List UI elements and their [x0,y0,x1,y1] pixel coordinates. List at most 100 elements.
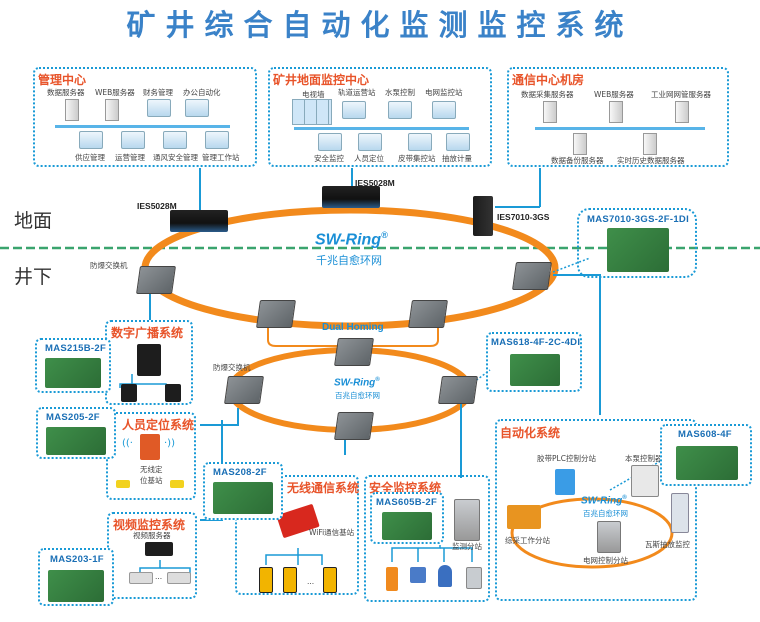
mas618-callout: MAS618-4F-2C-4DI [486,332,582,392]
gigabit-ring-label: SW-Ring® [315,230,388,249]
ies5028m-mid-switch[interactable] [322,186,380,208]
lan-bus [55,125,230,128]
broadcast-system-title: 数字广播系统 [111,326,184,340]
automation-node-label: 瓦斯抽放监控 [645,540,690,549]
zone-underground: 井下 [14,266,53,288]
zone-surface: 地面 [14,210,53,232]
communication-center-title: 通信中心机房 [512,73,585,87]
mas215b-board-image [45,358,101,388]
mas608-label: MAS608-4F [678,429,732,440]
mas215b-callout: MAS215B-2F [35,338,111,393]
dual-homing-label: Dual Homing [322,322,384,333]
base-station-label: 无线定 位基站 [140,465,163,485]
explosion-proof-switch[interactable] [438,376,478,404]
label: 办公自动化 [183,88,221,97]
label: 供应管理 [75,153,105,162]
management-center-title: 管理中心 [38,73,87,87]
server-icon [609,101,623,123]
positioning-system-title: 人员定位系统 [122,418,195,432]
mas205-callout: MAS205-2F [36,407,116,459]
mas208-callout: MAS208-2F [203,462,283,520]
label: 财务管理 [143,88,173,97]
ellipsis: ... [155,572,163,581]
explosion-switch-label: 防爆交换机 [90,261,128,270]
computer-icon [446,133,470,151]
server-icon [675,101,689,123]
server-icon [573,133,587,155]
automation-node-label: 综采工作分站 [505,536,550,545]
signal-icon: ·)) [164,438,175,449]
speaker-icon [137,344,161,376]
grid-substation-icon [597,521,621,553]
mas608-board-image [676,446,738,480]
computer-icon [147,99,171,117]
automation-node-label: 本泵控制器 [625,454,663,463]
automation-ring [510,497,674,569]
label: 运营管理 [115,153,145,162]
mas203-label: MAS203-1F [50,554,104,565]
mas203-board-image [48,570,104,602]
handset-icon [323,567,337,593]
label: 实时历史数据服务器 [617,156,685,165]
speaker-icon [121,384,137,402]
tag-icon [116,480,130,488]
pump-controller-icon [631,465,659,497]
mas205-label: MAS205-2F [46,412,100,423]
broadcast-system-box: 数字广播系统 [105,320,193,405]
explosion-switch-label: 防爆交换机 [213,363,251,372]
sensor-icon [386,567,398,591]
signal-icon: ((· [122,438,133,449]
ies5028m-mid-label: IES5028M [355,178,395,188]
computer-icon [163,131,187,149]
handset-icon [259,567,273,593]
gas-drainage-icon [671,493,689,533]
mas605b-label: MAS605B-2F [376,497,438,508]
automation-ring-subtitle: 百兆自愈环网 [583,509,628,518]
label: 数据备份服务器 [551,156,604,165]
ies5028m-left-switch[interactable] [170,210,228,232]
dual-homing-right [362,320,439,347]
explosion-proof-switch[interactable] [512,262,552,290]
mas7010-board-image [607,228,669,272]
explosion-proof-switch[interactable] [224,376,264,404]
page-title: 矿井综合自动化监测监控系统 [126,8,634,42]
mas618-board-image [510,354,560,386]
explosion-proof-switch[interactable] [334,338,374,366]
safety-system-title: 安全监控系统 [369,481,442,495]
communication-center-box: 通信中心机房 数据采集服务器 WEB服务器 工业网网管服务器 数据备份服务器 实… [507,67,729,167]
computer-icon [79,131,103,149]
wireless-system-title: 无线通信系统 [287,481,360,495]
explosion-proof-switch[interactable] [136,266,176,294]
mas618-label: MAS618-4F-2C-4DI [491,337,581,348]
automation-system-box: 自动化系统 胶带PLC控制分站 本泵控制器 SW-Ring® 百兆自愈环网 综采… [495,419,697,601]
automation-system-title: 自动化系统 [500,426,561,440]
label: 管理工作站 [202,153,240,162]
automation-node-label: 胶带PLC控制分站 [537,454,596,463]
base-station-icon [140,434,160,460]
mining-substation-icon [507,505,541,529]
mas605b-callout: MAS605B-2F [370,492,444,544]
tag-icon [170,480,184,488]
computer-icon [358,133,382,151]
automation-node-label: 电网控制分站 [583,556,628,565]
computer-icon [342,101,366,119]
sensor-icon [438,565,452,587]
computer-icon [432,101,456,119]
mas205-board-image [46,427,106,455]
positioning-system-box: 人员定位系统 ((· ·)) 无线定 位基站 [106,412,196,500]
mas215b-label: MAS215B-2F [45,343,107,354]
label: 皮带集控站 [398,154,436,163]
ies7010-label: IES7010-3GS [497,212,550,222]
ies7010-switch[interactable] [473,196,493,236]
label: 电视墙 [302,90,325,99]
server-icon [543,101,557,123]
label: 安全监控 [314,154,344,163]
explosion-proof-switch[interactable] [334,412,374,440]
label: 电网监控站 [425,88,463,97]
sensor-icon [410,567,426,583]
label: 数据采集服务器 [521,90,574,99]
gigabit-ring-subtitle: 千兆自愈环网 [316,254,382,267]
explosion-proof-switch[interactable] [256,300,296,328]
explosion-proof-switch[interactable] [408,300,448,328]
server-icon [105,99,119,121]
